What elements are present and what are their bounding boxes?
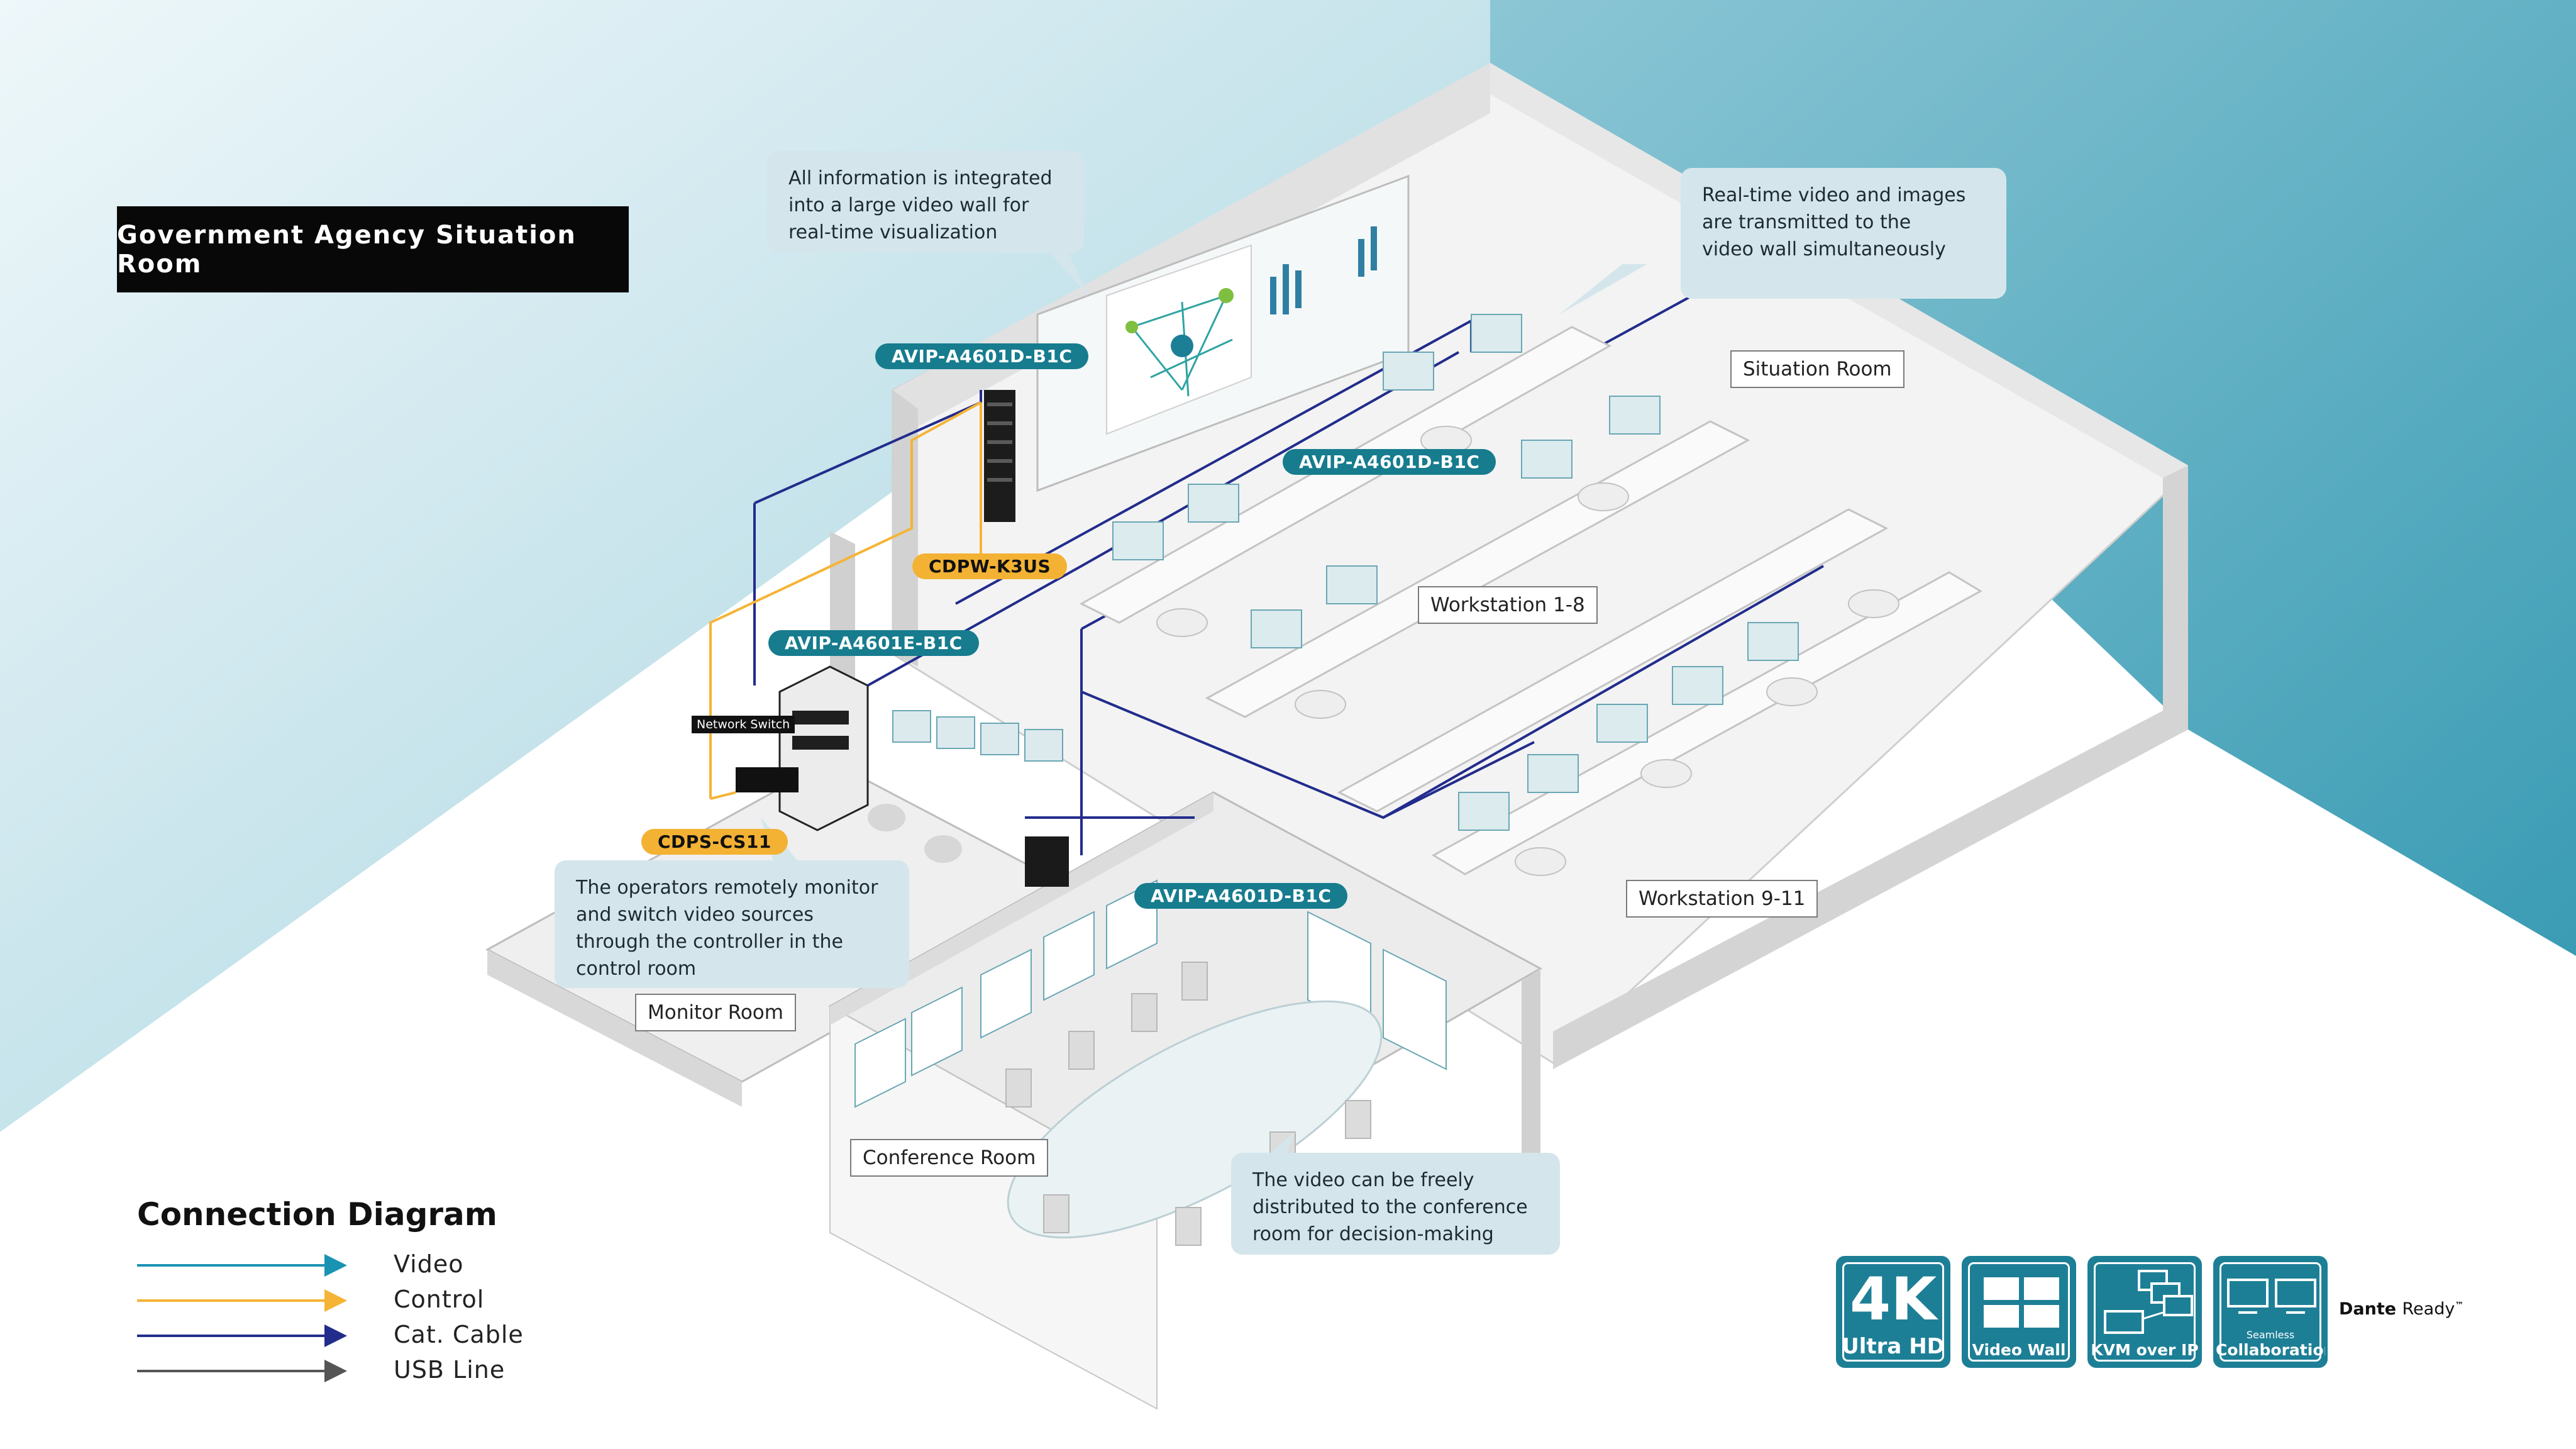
equipment-rack [984,390,1015,522]
legend-item-video: Video [137,1250,577,1282]
network-switch-rack [736,665,869,831]
badge-4k-text: 4K [1849,1265,1937,1334]
main-video-wall [1036,174,1410,492]
callout-line: into a large video wall for [788,194,1029,216]
legend-label: USB Line [394,1356,506,1384]
workstation-monitors [1112,314,1799,831]
arrow-icon [137,1324,347,1347]
callout-line: Real-time video and images [1702,184,1966,206]
page-title: Government Agency Situation Room [117,206,629,292]
badge-video-wall: Video Wall [1962,1256,2076,1368]
callout-line: control room [576,958,697,980]
situation-room-wall-right [1490,63,2188,1069]
room-label-monitor: Monitor Room [635,994,796,1031]
legend-title: Connection Diagram [137,1196,497,1233]
device-label-cdps: CDPS-CS11 [641,829,788,855]
monitor-room-wall [892,710,1063,762]
callout-video-wall: All information is integrated into a lar… [767,151,1084,253]
legend-item-usb-line: USB Line [137,1356,577,1387]
callout-line: through the controller in the [576,931,843,953]
arrow-icon [137,1289,347,1312]
arrow-icon [137,1254,347,1277]
dante-ready-logo: Dante Ready™ [2339,1299,2463,1319]
legend-label: Control [394,1285,485,1313]
conference-table [1007,1000,1383,1239]
badge-caption: Seamless Collaboration [2216,1329,2328,1360]
callout-conference: The video can be freely distributed to t… [1231,1153,1560,1255]
badge-caption-main: Collaboration [2216,1341,2328,1359]
callout-realtime: Real-time video and images are transmitt… [1681,168,2006,299]
control-line [709,401,981,799]
callout-line: are transmitted to the [1702,211,1911,233]
room-label-conference: Conference Room [850,1139,1049,1177]
room-label-workstation-1-8: Workstation 1-8 [1418,586,1598,624]
callout-line: and switch video sources [576,904,814,926]
badge-caption: KVM over IP [2091,1341,2199,1359]
callout-line: All information is integrated [788,167,1053,189]
arrow-icon [137,1360,347,1382]
callout-line: real-time visualization [788,221,998,243]
device-label-avip-e: AVIP-A4601E-B1C [768,630,979,656]
desk-controller [1025,836,1069,887]
device-label-avip-mid: AVIP-A4601D-B1C [1283,449,1496,475]
room-label-situation: Situation Room [1730,350,1904,388]
trademark-icon: ™ [2455,1301,2464,1311]
legend-item-control: Control [137,1285,577,1317]
callout-line: video wall simultaneously [1702,238,1946,260]
callout-line: room for decision-making [1252,1223,1494,1245]
device-label-network-switch: Network Switch [692,716,795,733]
legend-item-cat-cable: Cat. Cable [137,1321,577,1352]
device-label-avip-top: AVIP-A4601D-B1C [875,343,1089,369]
badge-4k-ultra-hd: 4K Ultra HD [1836,1256,1950,1368]
monitor-room-chairs [868,804,962,863]
badge-caption: Ultra HD [1842,1334,1945,1359]
callout-line: The video can be freely [1252,1169,1474,1191]
collaboration-icon [2227,1279,2316,1314]
legend-label: Cat. Cable [394,1321,524,1348]
callout-line: distributed to the conference [1252,1196,1528,1218]
callout-operators: The operators remotely monitor and switc… [555,860,909,988]
room-label-workstation-9-11: Workstation 9-11 [1626,880,1818,918]
badge-seamless-collaboration: Seamless Collaboration [2213,1256,2328,1368]
video-wall-icon [1984,1277,2059,1328]
callout-line: The operators remotely monitor [576,877,878,899]
dante-text: Dante [2339,1299,2397,1319]
device-label-avip-conference: AVIP-A4601D-B1C [1134,883,1348,909]
legend-label: Video [394,1250,464,1278]
device-label-cdpw: CDPW-K3US [912,553,1068,579]
badge-caption: Video Wall [1972,1341,2066,1359]
badge-kvm-over-ip: KVM over IP [2087,1256,2202,1368]
dante-ready-text: Ready [2402,1299,2455,1319]
badge-caption-small: Seamless [2246,1329,2295,1341]
workstation-chairs [1156,426,1899,876]
kvm-icon [2104,1270,2193,1334]
